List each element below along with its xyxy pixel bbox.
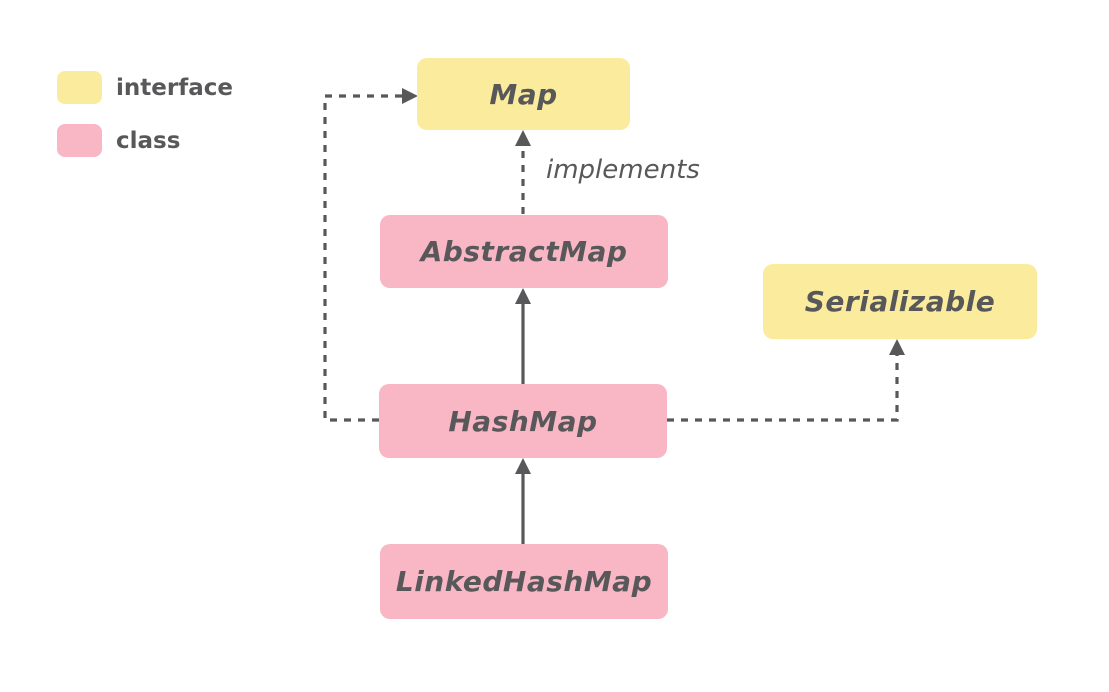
legend-label-class: class: [116, 127, 181, 154]
legend-label-interface: interface: [116, 74, 233, 101]
node-abstractmap-label: AbstractMap: [420, 235, 628, 268]
edge-hashmap-implements-serializable: [667, 339, 905, 422]
arrowhead-up-icon: [515, 130, 531, 146]
arrowhead-right-icon: [402, 88, 418, 104]
node-serializable-label: Serializable: [804, 285, 996, 318]
class-color-swatch: [57, 124, 102, 157]
node-hashmap: HashMap: [379, 384, 667, 458]
legend-item-interface: interface: [57, 71, 233, 104]
node-linkedhashmap-label: LinkedHashMap: [395, 565, 653, 598]
node-linkedhashmap: LinkedHashMap: [380, 544, 668, 619]
arrowhead-up-icon: [515, 458, 531, 474]
legend: interface class: [57, 71, 233, 177]
legend-item-class: class: [57, 124, 233, 157]
arrowhead-up-icon: [889, 339, 905, 355]
node-abstractmap: AbstractMap: [380, 215, 668, 288]
arrowhead-up-icon: [515, 288, 531, 304]
edge-hashmap-extends-abstractmap: [515, 288, 531, 384]
edge-label-implements: implements: [546, 155, 700, 185]
interface-color-swatch: [57, 71, 102, 104]
node-map-label: Map: [489, 77, 558, 111]
edge-linkedhashmap-extends-hashmap: [515, 458, 531, 544]
edge-abstractmap-implements-map: [515, 130, 531, 214]
node-hashmap-label: HashMap: [448, 404, 598, 438]
node-map: Map: [417, 58, 630, 130]
node-serializable: Serializable: [763, 264, 1037, 339]
